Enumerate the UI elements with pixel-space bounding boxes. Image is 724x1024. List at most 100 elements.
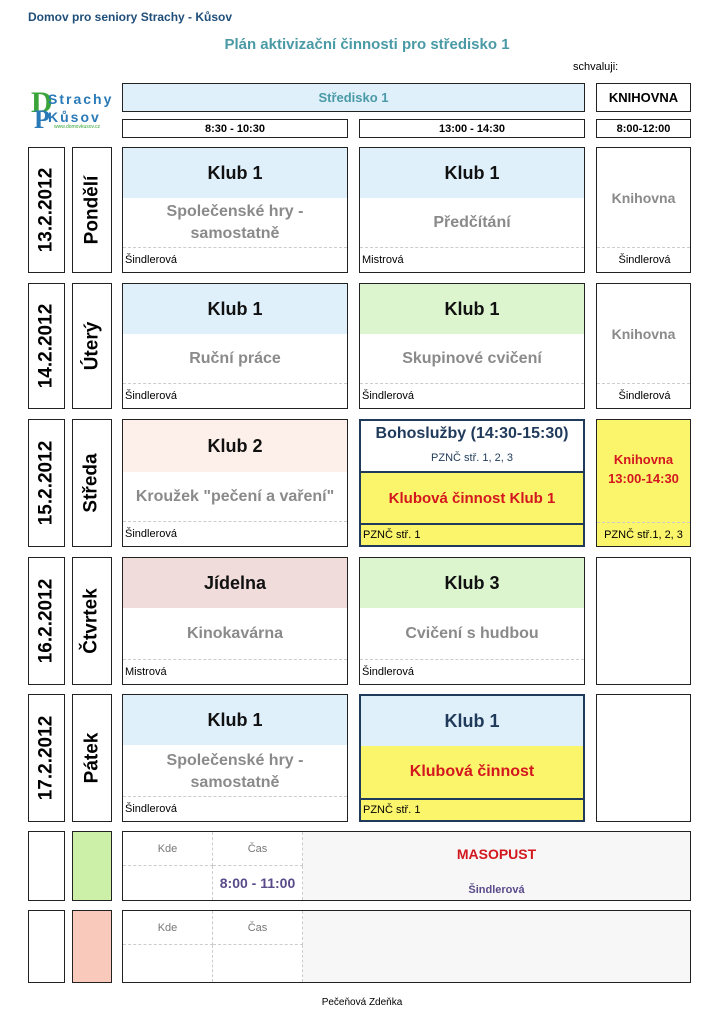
library-person: PZNČ stř.1, 2, 3: [597, 522, 690, 546]
activity-name: Předčítání: [433, 214, 511, 231]
library-person: Šindlerová: [597, 247, 690, 272]
footer-author: Pečeňová Zdeňka: [321, 997, 403, 1008]
logo-url: www.domovkusov.cz: [54, 124, 101, 130]
activity-title: Klub 1: [360, 148, 584, 198]
activity-title: Klub 1: [361, 696, 583, 746]
logo-line1: Strachy: [48, 91, 114, 107]
activity-cell-morning[interactable]: Klub 1 Společenské hry - samostatně Šind…: [122, 694, 348, 822]
approval-label: schvaluji:: [573, 61, 619, 73]
day-label: Středa: [81, 453, 103, 513]
activity-cell-morning[interactable]: Klub 1 Společenské hry - samostatně Šind…: [122, 147, 348, 273]
activity-name: Skupinové cvičení: [402, 350, 542, 367]
service-block: Bohoslužby (14:30-15:30) PZNČ stř. 1, 2,…: [361, 421, 583, 471]
organization-name: Domov pro seniory Strachy - Kůsov: [28, 10, 233, 24]
activity-name: Ruční práce: [189, 350, 281, 367]
library-label: Knihovna: [611, 190, 676, 206]
logo: D P Strachy Kůsov www.domovkusov.cz: [28, 82, 113, 134]
date-cell: 13.2.2012: [28, 147, 65, 273]
library-label: Knihovna: [611, 326, 676, 342]
activity-person: Šindlerová: [360, 383, 584, 408]
time-library: 8:00-12:00: [596, 119, 691, 138]
event-where-value[interactable]: [123, 945, 213, 982]
date-label: 14.2.2012: [35, 303, 57, 389]
date-cell: 17.2.2012: [28, 694, 65, 822]
day-label: Úterý: [81, 321, 103, 371]
day-label: Čtvrtek: [81, 588, 103, 654]
activity-cell-afternoon[interactable]: Klub 1 Skupinové cvičení Šindlerová: [359, 283, 585, 409]
date-label: 15.2.2012: [35, 440, 57, 526]
event-where-label: Kde: [123, 832, 213, 866]
date-cell: 15.2.2012: [28, 419, 65, 547]
activity-person: Šindlerová: [123, 383, 347, 408]
activity-title: Jídelna: [123, 558, 347, 608]
center-header: Středisko 1: [122, 83, 585, 112]
activity-name: Klubová činnost Klub 1: [361, 471, 583, 525]
event-blank-cell: [28, 910, 65, 983]
activity-person: Mistrová: [123, 659, 347, 684]
event-color-cell: [72, 910, 112, 983]
activity-person: PZNČ stř. 1: [361, 798, 583, 820]
library-header: KNIHOVNA: [596, 83, 691, 112]
library-cell[interactable]: Knihovna Šindlerová: [596, 283, 691, 409]
day-cell: Pondělí: [72, 147, 112, 273]
activity-title: Klub 1: [360, 284, 584, 334]
event-color-cell: [72, 831, 112, 901]
day-cell: Čtvrtek: [72, 557, 112, 685]
date-cell: 14.2.2012: [28, 283, 65, 409]
date-label: 13.2.2012: [35, 167, 57, 253]
event-empty[interactable]: Kde Čas: [122, 910, 691, 983]
activity-name: Cvičení s hudbou: [405, 625, 539, 642]
event-where-label: Kde: [123, 911, 213, 945]
library-cell-empty[interactable]: [596, 557, 691, 685]
date-label: 17.2.2012: [35, 715, 57, 801]
activity-cell-afternoon[interactable]: Klub 1 Klubová činnost PZNČ stř. 1: [359, 694, 585, 822]
activity-title: Klub 2: [123, 420, 347, 472]
event-time-value[interactable]: [213, 945, 303, 982]
library-cell[interactable]: Knihovna Šindlerová: [596, 147, 691, 273]
service-subtitle: PZNČ stř. 1, 2, 3: [431, 452, 513, 464]
event-person: Šindlerová: [468, 884, 525, 896]
library-cell-empty[interactable]: [596, 694, 691, 822]
event-time-value: 8:00 - 11:00: [213, 866, 303, 900]
event-name: MASOPUST: [456, 846, 537, 862]
activity-name: Kroužek "pečení a vaření": [135, 488, 335, 505]
activity-name: Společenské hry - samostatně: [166, 203, 304, 242]
activity-name: Společenské hry - samostatně: [166, 752, 304, 791]
activity-title: Klub 1: [123, 148, 347, 198]
activity-name: Klubová činnost: [361, 746, 583, 798]
activity-cell-morning[interactable]: Jídelna Kinokavárna Mistrová: [122, 557, 348, 685]
svg-text:P: P: [34, 105, 50, 134]
svg-text:D: D: [31, 86, 53, 119]
time-morning: 8:30 - 10:30: [122, 119, 348, 138]
logo-mark-icon: D P: [31, 86, 53, 134]
activity-title: Klub 3: [360, 558, 584, 608]
activity-name: Kinokavárna: [186, 625, 284, 642]
page-title: Plán aktivizační činnosti pro středisko …: [224, 36, 510, 53]
event-blank-cell: [28, 831, 65, 901]
time-afternoon: 13:00 - 14:30: [359, 119, 585, 138]
day-cell: Pátek: [72, 694, 112, 822]
activity-cell-afternoon[interactable]: Klub 3 Cvičení s hudbou Šindlerová: [359, 557, 585, 685]
activity-title: Klub 1: [123, 284, 347, 334]
event-where-value[interactable]: [123, 866, 213, 900]
day-cell: Úterý: [72, 283, 112, 409]
date-label: 16.2.2012: [35, 578, 57, 664]
activity-person: Šindlerová: [360, 659, 584, 684]
library-cell[interactable]: Knihovna 13:00-14:30 PZNČ stř.1, 2, 3: [596, 419, 691, 547]
day-cell: Středa: [72, 419, 112, 547]
activity-cell-afternoon[interactable]: Klub 1 Předčítání Mistrová: [359, 147, 585, 273]
day-label: Pondělí: [81, 175, 102, 245]
activity-cell-morning[interactable]: Klub 2 Kroužek "pečení a vaření" Šindler…: [122, 419, 348, 547]
activity-person: Šindlerová: [123, 247, 347, 272]
activity-person: Šindlerová: [123, 521, 347, 546]
activity-title: Klub 1: [123, 695, 347, 745]
service-title: Bohoslužby (14:30-15:30): [375, 425, 569, 442]
event-time-label: Čas: [213, 911, 303, 945]
library-label: Knihovna 13:00-14:30: [608, 452, 679, 486]
day-label: Pátek: [81, 732, 103, 784]
event-masopust[interactable]: Kde Čas 8:00 - 11:00 MASOPUST Šindlerová: [122, 831, 691, 901]
activity-person: PZNČ stř. 1: [361, 525, 583, 545]
logo-line2: Kůsov: [48, 109, 101, 125]
activity-cell-afternoon[interactable]: Bohoslužby (14:30-15:30) PZNČ stř. 1, 2,…: [359, 419, 585, 547]
activity-cell-morning[interactable]: Klub 1 Ruční práce Šindlerová: [122, 283, 348, 409]
